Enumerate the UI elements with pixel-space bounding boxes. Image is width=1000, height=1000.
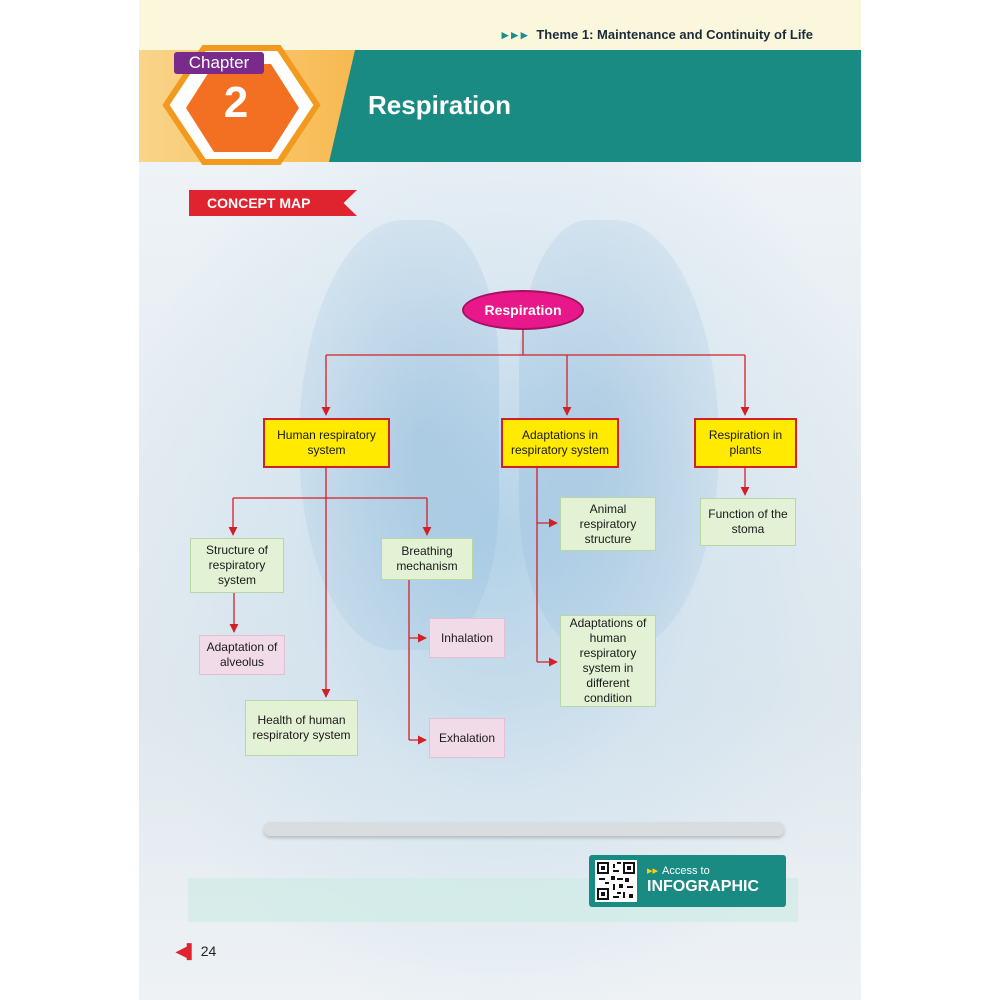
concept-map-connectors	[228, 330, 750, 745]
hexagon-badge-icon	[162, 45, 321, 165]
concept-map-label: CONCEPT MAP	[189, 190, 357, 216]
chapter-label: Chapter	[174, 52, 264, 74]
node-exhalation: Exhalation	[429, 718, 505, 758]
node-function-of-the-stoma: Function of the stoma	[700, 498, 796, 546]
arrow-icon: ▸▸	[647, 865, 659, 877]
node-structure-of-respiratory-system: Structure of respiratory system	[190, 538, 284, 593]
node-human-respiratory-system: Human respiratory system	[263, 418, 390, 468]
infographic-button[interactable]: ▸▸Access to INFOGRAPHIC	[589, 855, 786, 907]
header-band	[139, 0, 861, 50]
node-breathing-mechanism: Breathing mechanism	[381, 538, 473, 580]
node-adaptations-in-respiratory-system: Adaptations in respiratory system	[501, 418, 619, 468]
chapter-number: 2	[223, 78, 249, 127]
theme-text: Theme 1: Maintenance and Continuity of L…	[536, 27, 813, 42]
page: ▸▸▸ Theme 1: Maintenance and Continuity o…	[139, 0, 861, 1000]
node-respiration: Respiration	[462, 290, 584, 330]
page-title: Respiration	[368, 90, 512, 120]
theme-heading: ▸▸▸ Theme 1: Maintenance and Continuity o…	[502, 27, 813, 43]
page-number: ◀▌24	[176, 943, 216, 960]
access-text: Access to	[662, 865, 710, 877]
access-to-label: ▸▸Access to	[647, 864, 710, 877]
node-health-of-human-respiratory-system: Health of human respiratory system	[245, 700, 358, 756]
title-band	[329, 50, 861, 162]
node-animal-respiratory-structure: Animal respiratory structure	[560, 497, 656, 551]
node-respiration-in-plants: Respiration in plants	[694, 418, 797, 468]
tablet-image	[264, 822, 784, 836]
node-adaptations-of-human-respiratory-system: Adaptations of human respiratory system …	[560, 615, 656, 707]
page-marker-icon: ◀▌	[176, 943, 197, 959]
qr-code-icon[interactable]	[595, 860, 637, 902]
node-inhalation: Inhalation	[429, 618, 505, 658]
page-number-text: 24	[200, 943, 217, 959]
arrow-icon: ▸▸▸	[501, 27, 531, 42]
node-adaptation-of-alveolus: Adaptation of alveolus	[199, 635, 285, 675]
infographic-title: INFOGRAPHIC	[647, 878, 759, 895]
